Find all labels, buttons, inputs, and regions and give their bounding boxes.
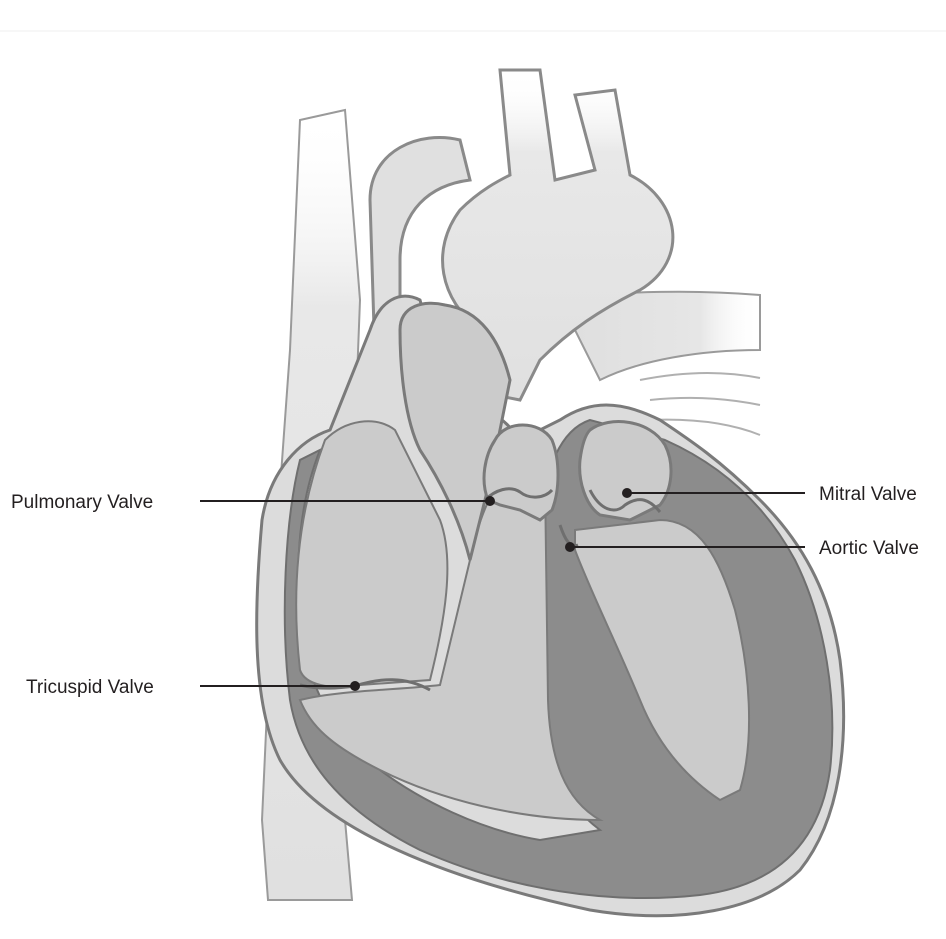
pulmonary-valve-dot xyxy=(485,496,495,506)
tricuspid-valve-label: Tricuspid Valve xyxy=(26,677,154,698)
mitral-valve-label: Mitral Valve xyxy=(819,484,917,505)
aortic-valve-dot xyxy=(565,542,575,552)
tricuspid-valve-dot xyxy=(350,681,360,691)
mitral-valve-dot xyxy=(622,488,632,498)
pulmonary-valve-label: Pulmonary Valve xyxy=(11,492,153,513)
aortic-valve-label: Aortic Valve xyxy=(819,538,919,559)
top-band xyxy=(0,0,946,30)
